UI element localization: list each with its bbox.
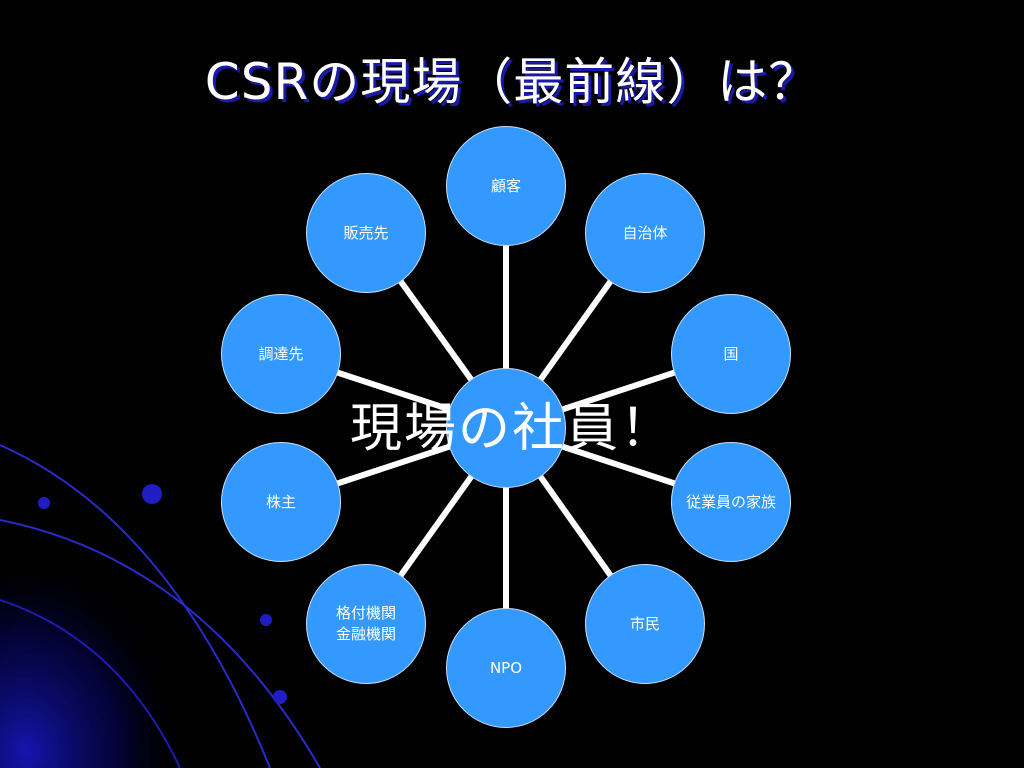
stakeholder-label: 市民 <box>629 614 660 633</box>
stakeholder-node-hanbaisaki: 販売先 <box>306 173 426 293</box>
stakeholder-label: 顧客 <box>490 176 521 195</box>
decor-dot <box>273 690 287 704</box>
stakeholder-node-kabunushi: 株主 <box>221 442 341 562</box>
stakeholder-label: 自治体 <box>622 223 668 242</box>
center-label: 現場の社員！ <box>349 399 674 459</box>
decor-dot <box>38 497 50 509</box>
background-glow <box>0 440 260 768</box>
stakeholder-node-kakuzuke-kinyu: 格付機関 金融機関 <box>306 564 426 684</box>
stakeholder-node-chotatsusaki: 調達先 <box>221 294 341 414</box>
decor-curve <box>0 444 271 768</box>
stakeholder-label: 国 <box>723 344 739 363</box>
decor-curve <box>0 599 181 768</box>
decor-curve <box>0 519 321 768</box>
stakeholder-label: 調達先 <box>258 344 304 363</box>
center-node <box>446 368 566 488</box>
stakeholder-node-npo: NPO <box>446 608 566 728</box>
stakeholder-label: 販売先 <box>343 223 389 242</box>
decor-dot <box>142 484 162 504</box>
stakeholder-label: 従業員の家族 <box>685 492 776 511</box>
stakeholder-node-jichitai: 自治体 <box>585 173 705 293</box>
stakeholder-label: 株主 <box>265 492 296 511</box>
stakeholder-label: NPO <box>489 658 523 677</box>
stakeholder-node-jugyoin-kazoku: 従業員の家族 <box>671 442 791 562</box>
stakeholder-node-kokyaku: 顧客 <box>446 126 566 246</box>
decor-dot <box>260 614 272 626</box>
slide-title: CSRの現場（最前線）は？ <box>204 53 820 111</box>
stakeholder-label: 格付機関 金融機関 <box>335 604 396 643</box>
stakeholder-node-kuni: 国 <box>671 294 791 414</box>
stakeholder-node-shimin: 市民 <box>585 564 705 684</box>
